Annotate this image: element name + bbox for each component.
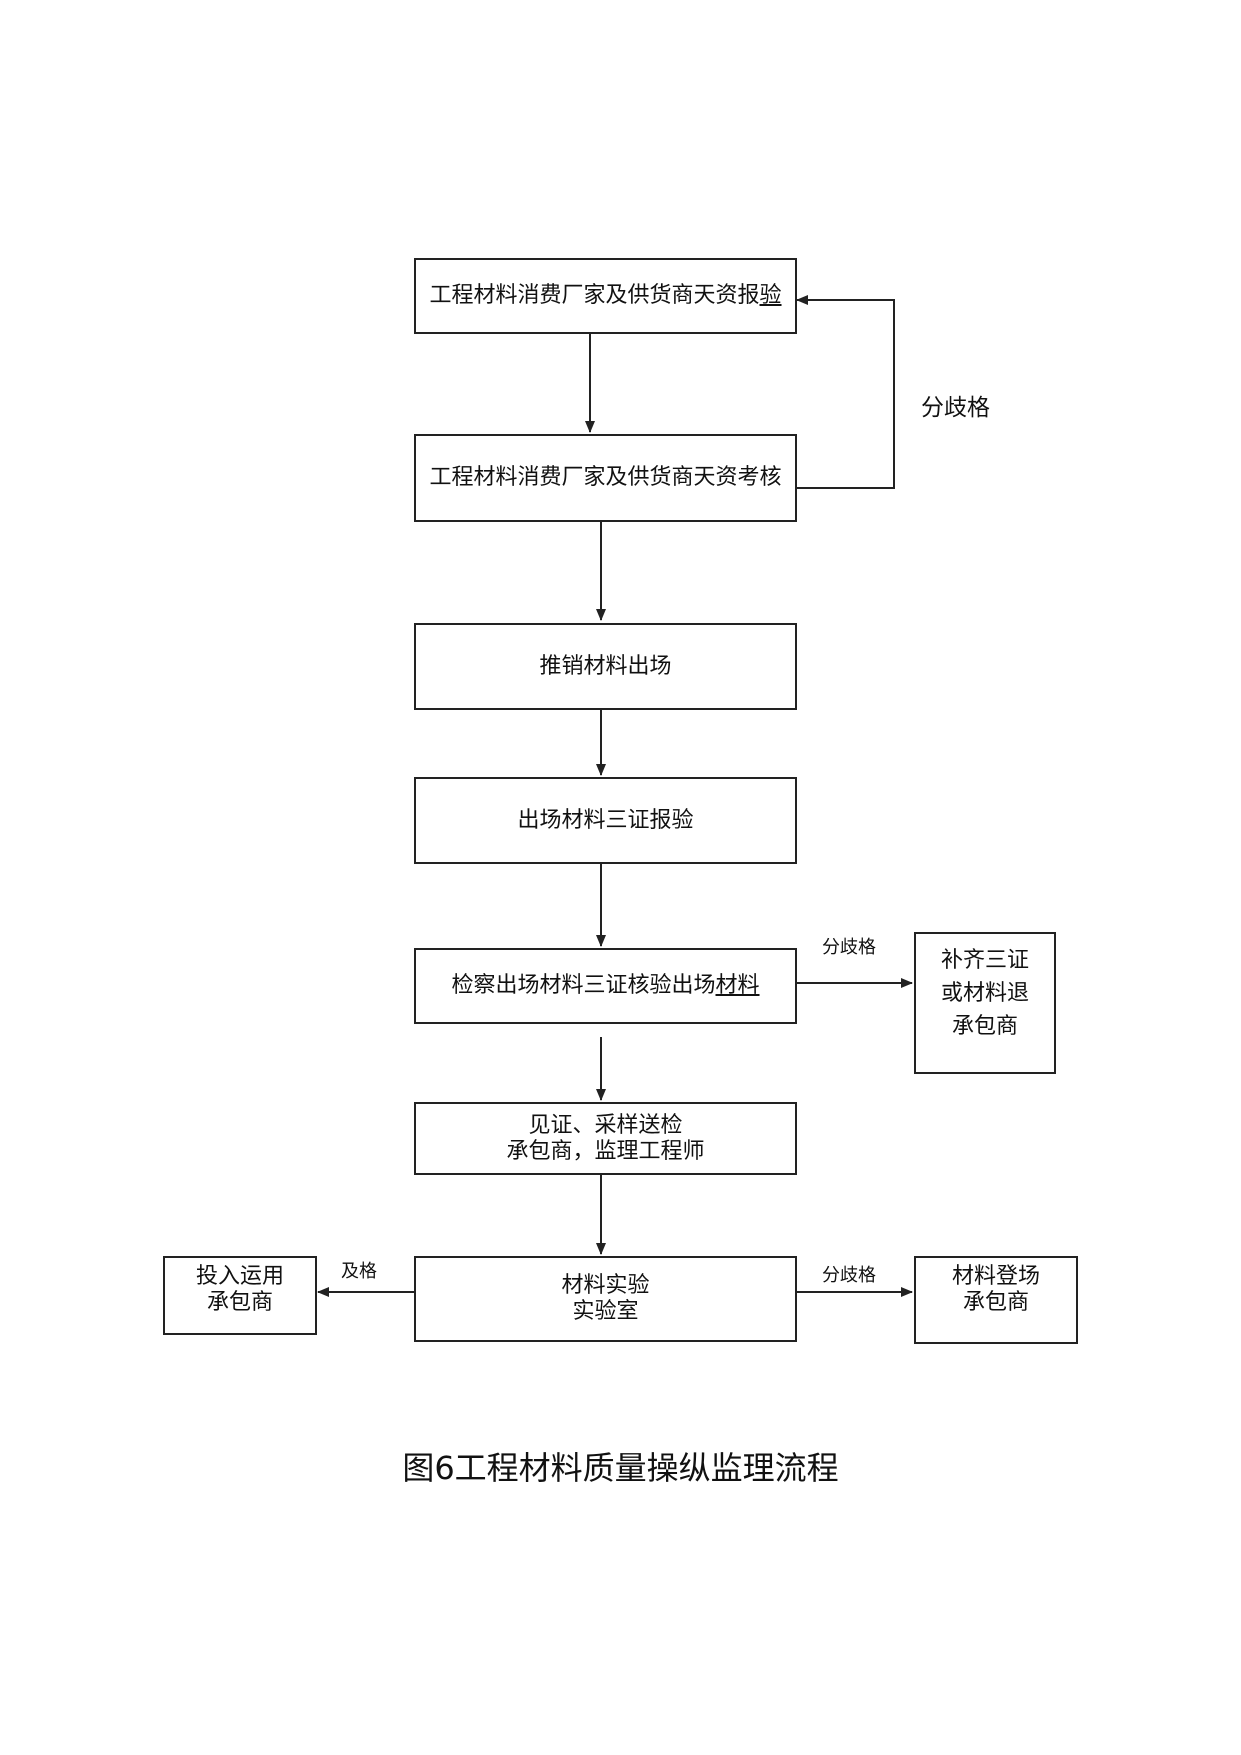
node-material-test-line2: 实验室 <box>572 1299 639 1324</box>
node-purchase-materials: 推销材料出场 <box>414 623 797 710</box>
node-material-test-line1: 材料实验 <box>561 1273 650 1298</box>
node-material-test: 材料实验 实验室 <box>414 1256 797 1342</box>
test-fail-label: 分歧格 <box>822 1265 876 1286</box>
node-put-into-use-line2: 承包商 <box>206 1290 273 1315</box>
check-fail-label: 分歧格 <box>822 937 876 958</box>
node-material-removal-line2: 承包商 <box>962 1290 1029 1315</box>
figure-caption: 图6工程材料质量操纵监理流程 <box>402 1449 839 1487</box>
node-qualification-assessment-label: 工程材料消费厂家及供货商天资考核 <box>429 465 782 490</box>
node-witness-sampling: 见证、采样送检 承包商，监理工程师 <box>414 1102 797 1175</box>
node-three-certificates-report: 出场材料三证报验 <box>414 777 797 864</box>
node-material-removal: 材料登场 承包商 <box>914 1256 1078 1344</box>
node-text-underlined: 材料 <box>715 973 760 998</box>
loop-fail-label: 分歧格 <box>921 395 990 421</box>
node-put-into-use-line1: 投入运用 <box>195 1264 284 1289</box>
node-witness-sampling-line1: 见证、采样送检 <box>528 1112 683 1138</box>
node-supplement-line1: 补齐三证 <box>940 948 1029 973</box>
node-material-removal-line1: 材料登场 <box>951 1264 1040 1289</box>
node-witness-sampling-line2: 承包商，监理工程师 <box>506 1138 705 1164</box>
node-purchase-materials-label: 推销材料出场 <box>539 653 672 679</box>
node-inspect-certificates-label: 检察出场材料三证核验出场材料 <box>451 973 759 999</box>
node-inspect-certificates: 检察出场材料三证核验出场材料 <box>414 948 797 1024</box>
node-three-certificates-report-label: 出场材料三证报验 <box>517 807 694 833</box>
node-supplement-line3: 承包商 <box>951 1014 1018 1039</box>
node-supplement-or-return: 补齐三证 或材料退 承包商 <box>914 932 1056 1074</box>
node-text: 工程材料消费厂家及供货商天资报 <box>429 283 760 308</box>
test-pass-label: 及格 <box>341 1261 377 1282</box>
node-supplement-line2: 或材料退 <box>940 981 1029 1006</box>
node-qualification-assessment: 工程材料消费厂家及供货商天资考核 <box>414 434 797 522</box>
loop-n2-back-to-n1 <box>796 295 895 489</box>
node-put-into-use: 投入运用 承包商 <box>163 1256 317 1335</box>
node-qualification-report: 工程材料消费厂家及供货商天资报验 <box>414 258 797 334</box>
node-text: 检察出场材料三证核验出场 <box>451 973 716 998</box>
node-qualification-report-label: 工程材料消费厂家及供货商天资报验 <box>429 283 781 309</box>
node-text-underlined: 验 <box>759 283 782 308</box>
